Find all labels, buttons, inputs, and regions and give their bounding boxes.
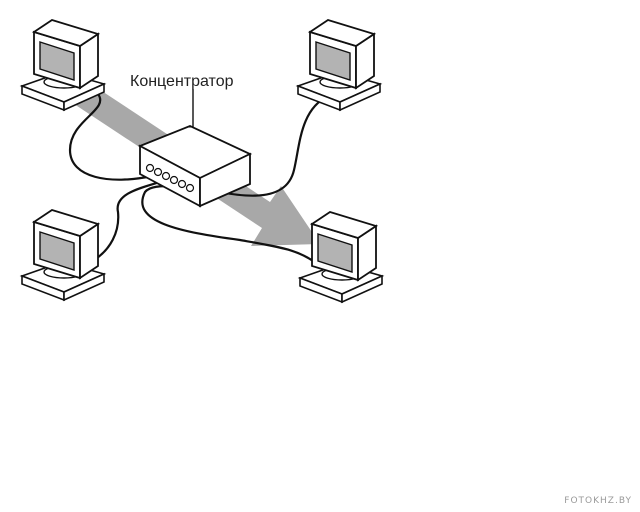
computer-icon	[299, 211, 383, 303]
hub-icon	[137, 125, 253, 208]
hub-ports	[145, 163, 195, 193]
cables	[68, 93, 329, 267]
computer-icon	[297, 19, 381, 111]
cable-bottom-left	[93, 180, 161, 261]
pc-bottom-right	[299, 211, 383, 303]
computer-icon	[21, 19, 105, 111]
cable-bottom-right	[141, 184, 321, 267]
hub: Концентратор	[130, 73, 253, 208]
computer-icon	[21, 209, 105, 301]
pc-bottom-left	[21, 209, 105, 301]
pc-top-left	[21, 19, 105, 111]
hub-label: Концентратор	[130, 73, 234, 90]
cable-top-left	[68, 93, 153, 181]
pc-top-right	[297, 19, 381, 111]
watermark: FOTOKHZ.BY	[564, 496, 632, 506]
